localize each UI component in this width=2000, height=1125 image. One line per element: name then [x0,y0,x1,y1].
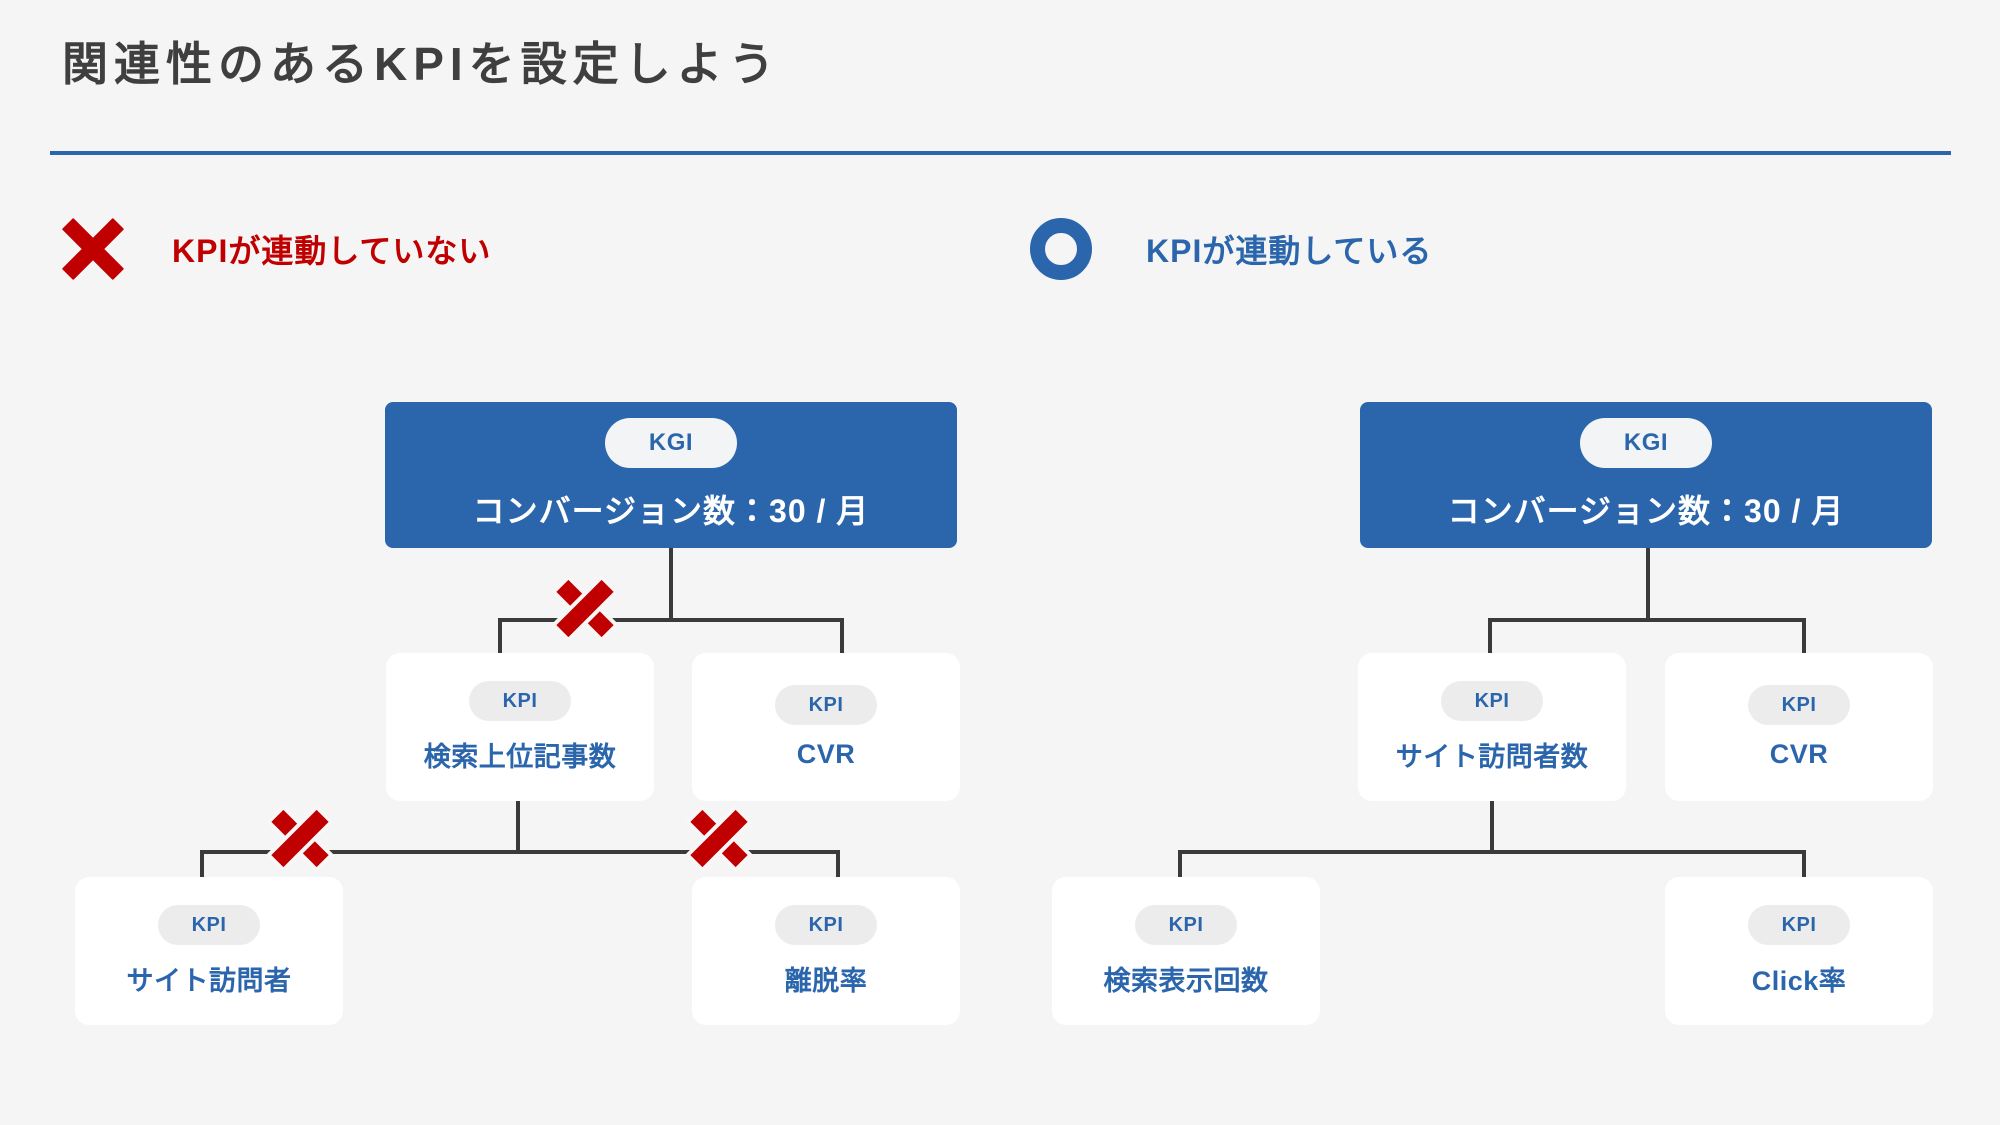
legend-linked: KPIが連動している [1030,218,1432,280]
badge-kpi: KPI [1747,904,1851,945]
node-bad-kpi-search-articles[interactable]: KPI 検索上位記事数 [386,653,654,801]
connector-bad-level2-drop-left [498,618,502,654]
node-good-kpi-site-visitors[interactable]: KPI サイト訪問者数 [1358,653,1626,801]
badge-kpi: KPI [468,680,572,721]
node-good-kpi-impressions-label: 検索表示回数 [1103,965,1269,996]
connector-bad-level2-drop-right [840,618,844,654]
connector-bad-level3-drop-right [836,850,840,884]
broken-link-cross-icon [687,806,743,862]
connector-good-level3-drop-right [1802,850,1806,884]
node-good-kgi-label: コンバージョン数：30 / 月 [1447,493,1845,529]
node-bad-kgi-label: コンバージョン数：30 / 月 [472,493,870,529]
badge-kpi: KPI [1134,904,1238,945]
connector-good-level3-bar [1178,850,1806,854]
page-title: 関連性のあるKPIを設定しよう [62,38,781,90]
connector-bad-kgi-stem [669,548,673,622]
node-bad-kpi-cvr-label: CVR [796,738,856,769]
broken-link-cross-icon [268,806,324,862]
connector-bad-level2-stem [516,800,520,854]
badge-kpi: KPI [1440,680,1544,721]
node-good-kpi-cvr-label: CVR [1769,738,1829,769]
node-good-kpi-impressions[interactable]: KPI 検索表示回数 [1052,877,1320,1025]
connector-good-level2-stem [1490,800,1494,854]
title-divider [50,151,1951,155]
connector-good-kgi-stem [1646,548,1650,622]
node-bad-kpi-search-articles-label: 検索上位記事数 [423,741,617,772]
node-bad-kpi-cvr[interactable]: KPI CVR [692,653,960,801]
node-bad-kpi-bounce-rate[interactable]: KPI 離脱率 [692,877,960,1025]
connector-bad-level3-drop-left [200,850,204,884]
node-good-kpi-click-rate-label: Click率 [1751,965,1847,996]
badge-kpi: KPI [157,904,261,945]
badge-kgi: KGI [1579,418,1713,468]
legend-not-linked: KPIが連動していない [62,218,491,280]
legend-not-linked-label: KPIが連動していない [172,233,492,269]
node-good-kgi[interactable]: KGI コンバージョン数：30 / 月 [1360,402,1932,548]
circle-icon [1030,218,1092,280]
connector-good-level2-drop-left [1488,618,1492,654]
connector-bad-level3-bar [200,850,840,854]
legend-linked-label: KPIが連動している [1146,233,1433,269]
node-bad-kgi[interactable]: KGI コンバージョン数：30 / 月 [385,402,957,548]
node-bad-kpi-bounce-rate-label: 離脱率 [784,965,868,996]
connector-good-level2-drop-right [1802,618,1806,654]
cross-icon [62,218,124,280]
badge-kgi: KGI [604,418,738,468]
connector-good-level3-drop-left [1178,850,1182,884]
broken-link-cross-icon [553,576,609,632]
badge-kpi: KPI [1747,684,1851,725]
node-bad-kpi-site-visitors[interactable]: KPI サイト訪問者 [75,877,343,1025]
node-good-kpi-click-rate[interactable]: KPI Click率 [1665,877,1933,1025]
badge-kpi: KPI [774,904,878,945]
node-good-kpi-cvr[interactable]: KPI CVR [1665,653,1933,801]
connector-bad-level2-bar [498,618,844,622]
node-good-kpi-site-visitors-label: サイト訪問者数 [1395,741,1589,772]
node-bad-kpi-site-visitors-label: サイト訪問者 [126,965,292,996]
connector-good-level2-bar [1488,618,1806,622]
badge-kpi: KPI [774,684,878,725]
